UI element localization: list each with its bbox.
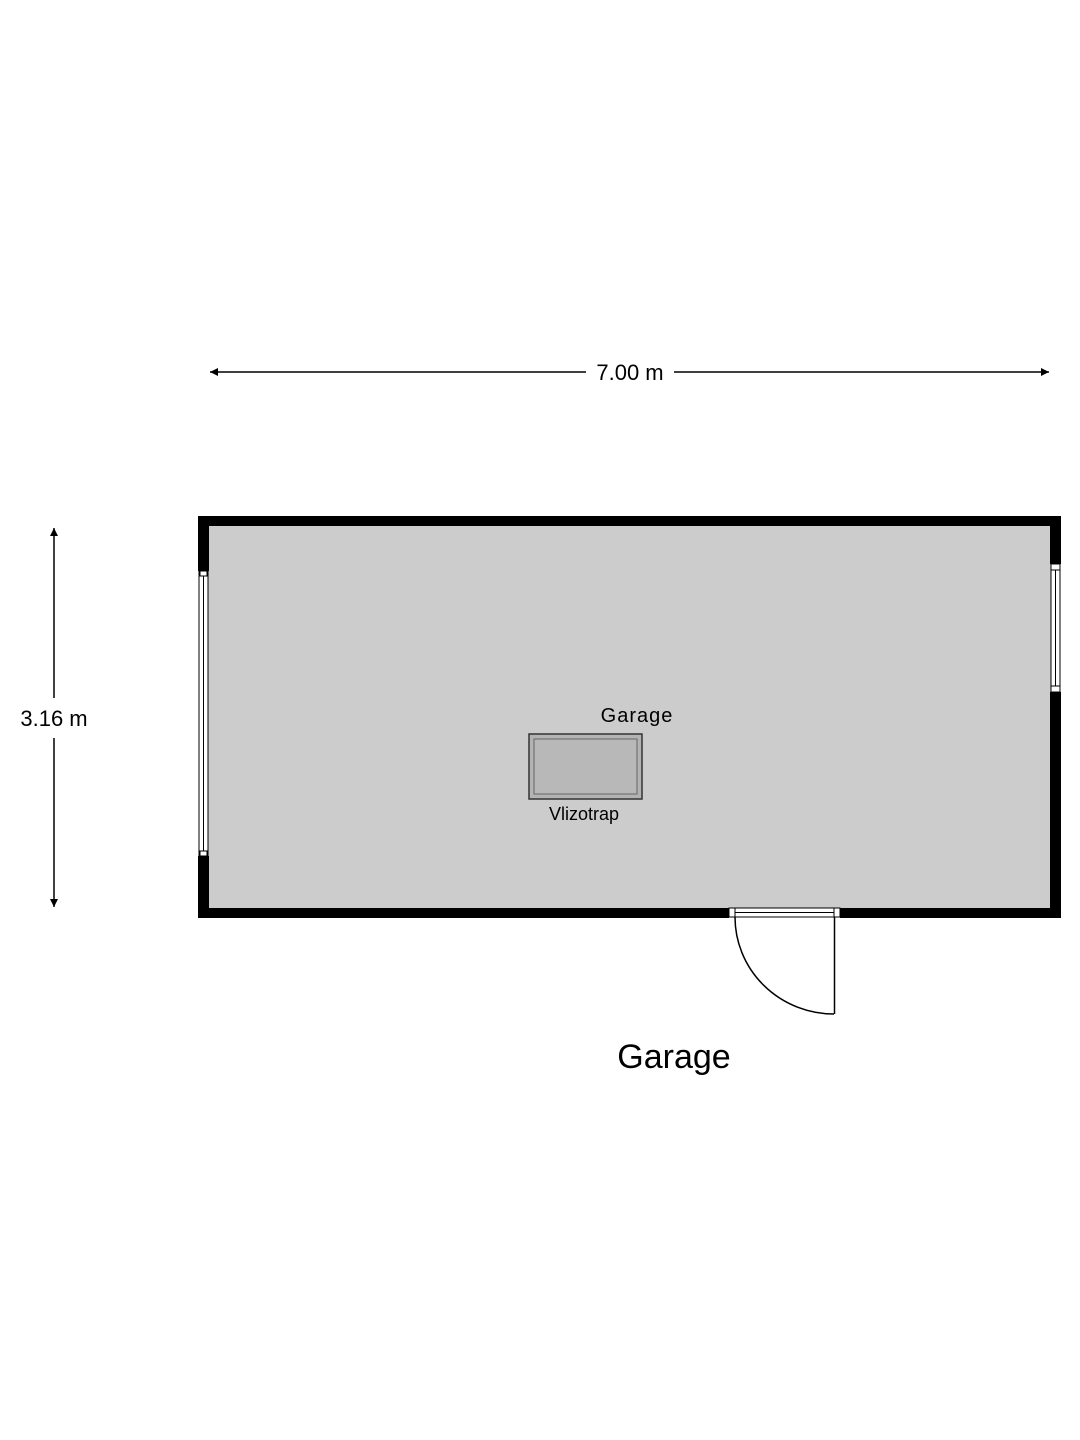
door-swing-arc [734, 916, 835, 1015]
attic-hatch [528, 733, 643, 800]
wall-bottom-right [840, 908, 1061, 918]
wall-right-bottom [1050, 692, 1061, 918]
height-dimension: 3.16 m [20, 528, 88, 907]
wall-right-top [1050, 516, 1061, 564]
room-label: Garage [601, 705, 674, 727]
garage-floor [208, 525, 1053, 910]
wall-left-top [198, 516, 209, 571]
walls [198, 516, 1061, 918]
plan-title: Garage [617, 1038, 730, 1076]
door [728, 907, 841, 1015]
window-left [198, 570, 209, 857]
height-dimension-label: 3.16 m [20, 706, 87, 731]
wall-bottom-left [198, 908, 729, 918]
wall-left-bottom [198, 856, 209, 918]
attic-hatch-label: Vlizotrap [549, 804, 619, 824]
width-dimension: 7.00 m [210, 360, 1049, 385]
wall-top [198, 516, 1061, 526]
window-right [1050, 563, 1061, 693]
width-dimension-label: 7.00 m [596, 360, 663, 385]
